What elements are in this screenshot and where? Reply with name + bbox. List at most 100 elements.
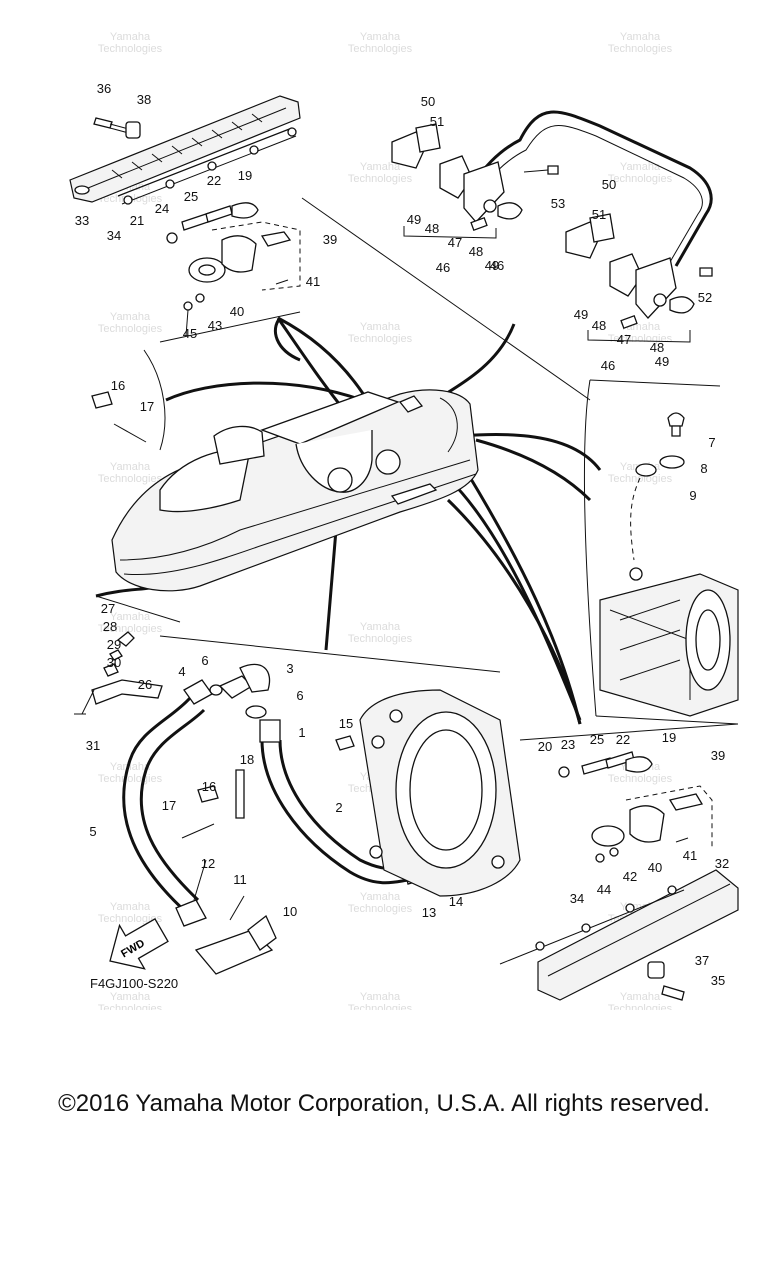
callout-40: 40 xyxy=(648,860,662,875)
callout-11: 11 xyxy=(233,872,247,887)
watermark-text: Yamaha xyxy=(110,311,151,323)
callout-27: 27 xyxy=(101,601,115,616)
callout-13: 13 xyxy=(422,905,436,920)
callout-4: 4 xyxy=(178,664,185,679)
callout-46: 46 xyxy=(490,258,504,273)
watermark-text: Yamaha xyxy=(110,611,151,623)
callout-32: 32 xyxy=(715,856,729,871)
callout-44: 44 xyxy=(597,882,611,897)
callout-16: 16 xyxy=(111,378,125,393)
callout-14: 14 xyxy=(449,894,463,909)
callout-33: 33 xyxy=(75,213,89,228)
callout-34: 34 xyxy=(107,228,121,243)
callout-24: 24 xyxy=(155,201,169,216)
watercraft-hull xyxy=(111,389,479,592)
watermark-text: Technologies xyxy=(608,43,673,55)
watermark-text: Technologies xyxy=(348,903,413,915)
watermark-text: Technologies xyxy=(348,333,413,345)
watermark-text: Technologies xyxy=(608,473,673,485)
callout-40: 40 xyxy=(230,304,244,319)
diagram-code: F4GJ100-S220 xyxy=(90,976,178,991)
watermark-text: Technologies xyxy=(98,773,163,785)
callout-9: 9 xyxy=(689,488,696,503)
watermark-text: Technologies xyxy=(348,633,413,645)
callout-17: 17 xyxy=(140,399,154,414)
watermark-text: Technologies xyxy=(608,333,673,345)
callout-48: 48 xyxy=(425,221,439,236)
small-parts-lower xyxy=(91,391,277,975)
callout-19: 19 xyxy=(238,168,252,183)
fwd-arrow: FWD xyxy=(109,917,169,970)
callout-2: 2 xyxy=(335,800,342,815)
watermark-text: Yamaha xyxy=(360,621,401,633)
callout-6: 6 xyxy=(296,688,303,703)
callout-22: 22 xyxy=(207,173,221,188)
callout-42: 42 xyxy=(623,869,637,884)
callout-31: 31 xyxy=(86,738,100,753)
callout-38: 38 xyxy=(137,92,151,107)
watermark-text: Technologies xyxy=(98,43,163,55)
callout-10: 10 xyxy=(283,904,297,919)
watermark-text: Technologies xyxy=(98,913,163,925)
callout-49: 49 xyxy=(485,258,499,273)
watermark-text: Yamaha xyxy=(110,31,151,43)
callout-51: 51 xyxy=(430,114,444,129)
lower-left-bracket xyxy=(74,631,163,715)
callout-23: 23 xyxy=(561,737,575,752)
callout-50: 50 xyxy=(602,177,616,192)
callout-53: 53 xyxy=(551,196,565,211)
callout-39: 39 xyxy=(711,748,725,763)
callout-47: 47 xyxy=(617,332,631,347)
watermark-text: Technologies xyxy=(98,323,163,335)
callout-50: 50 xyxy=(421,94,435,109)
right-bracket-assembly xyxy=(391,110,713,343)
callout-16: 16 xyxy=(202,779,216,794)
watermark-text: Technologies xyxy=(348,43,413,55)
callout-8: 8 xyxy=(700,461,707,476)
callout-6: 6 xyxy=(201,653,208,668)
watermark-text: Yamaha xyxy=(360,31,401,43)
callout-36: 36 xyxy=(97,81,111,96)
callout-46: 46 xyxy=(436,260,450,275)
copyright-notice: ©2016 Yamaha Motor Corporation, U.S.A. A… xyxy=(58,1090,710,1117)
callout-48: 48 xyxy=(650,340,664,355)
callout-20: 20 xyxy=(538,739,552,754)
callout-35: 35 xyxy=(711,973,725,988)
callout-43: 43 xyxy=(208,318,222,333)
callout-3: 3 xyxy=(286,661,293,676)
watermark-text: Yamaha xyxy=(110,901,151,913)
callout-52: 52 xyxy=(698,290,712,305)
right-rail-assembly xyxy=(499,751,739,1001)
watermark-text: Yamaha xyxy=(360,161,401,173)
watermark-text: Technologies xyxy=(98,1003,163,1010)
callout-49: 49 xyxy=(574,307,588,322)
watermark-text: Technologies xyxy=(348,173,413,185)
watermark-text: Yamaha xyxy=(620,161,661,173)
watermark-text: Yamaha xyxy=(620,991,661,1003)
watermark-text: Technologies xyxy=(608,173,673,185)
callout-5: 5 xyxy=(89,824,96,839)
watermark-text: Yamaha xyxy=(360,891,401,903)
callout-22: 22 xyxy=(616,732,630,747)
callout-37: 37 xyxy=(695,953,709,968)
watermark-text: Technologies xyxy=(608,1003,673,1010)
callout-41: 41 xyxy=(683,848,697,863)
callout-39: 39 xyxy=(323,232,337,247)
watermark-text: Technologies xyxy=(98,623,163,635)
callout-12: 12 xyxy=(201,856,215,871)
watermark-text: Technologies xyxy=(98,473,163,485)
watermark-text: Yamaha xyxy=(360,321,401,333)
callout-25: 25 xyxy=(184,189,198,204)
callout-45: 45 xyxy=(183,326,197,341)
callout-51: 51 xyxy=(592,207,606,222)
watermark-text: Yamaha xyxy=(110,991,151,1003)
callout-47: 47 xyxy=(448,235,462,250)
watermark-text: Yamaha xyxy=(110,461,151,473)
callout-41: 41 xyxy=(306,274,320,289)
watermark-text: Technologies xyxy=(608,773,673,785)
parts-diagram: YamahaTechnologiesYamahaTechnologiesYama… xyxy=(69,31,739,1010)
callout-48: 48 xyxy=(592,318,606,333)
callout-29: 29 xyxy=(107,637,121,652)
callout-46: 46 xyxy=(601,358,615,373)
